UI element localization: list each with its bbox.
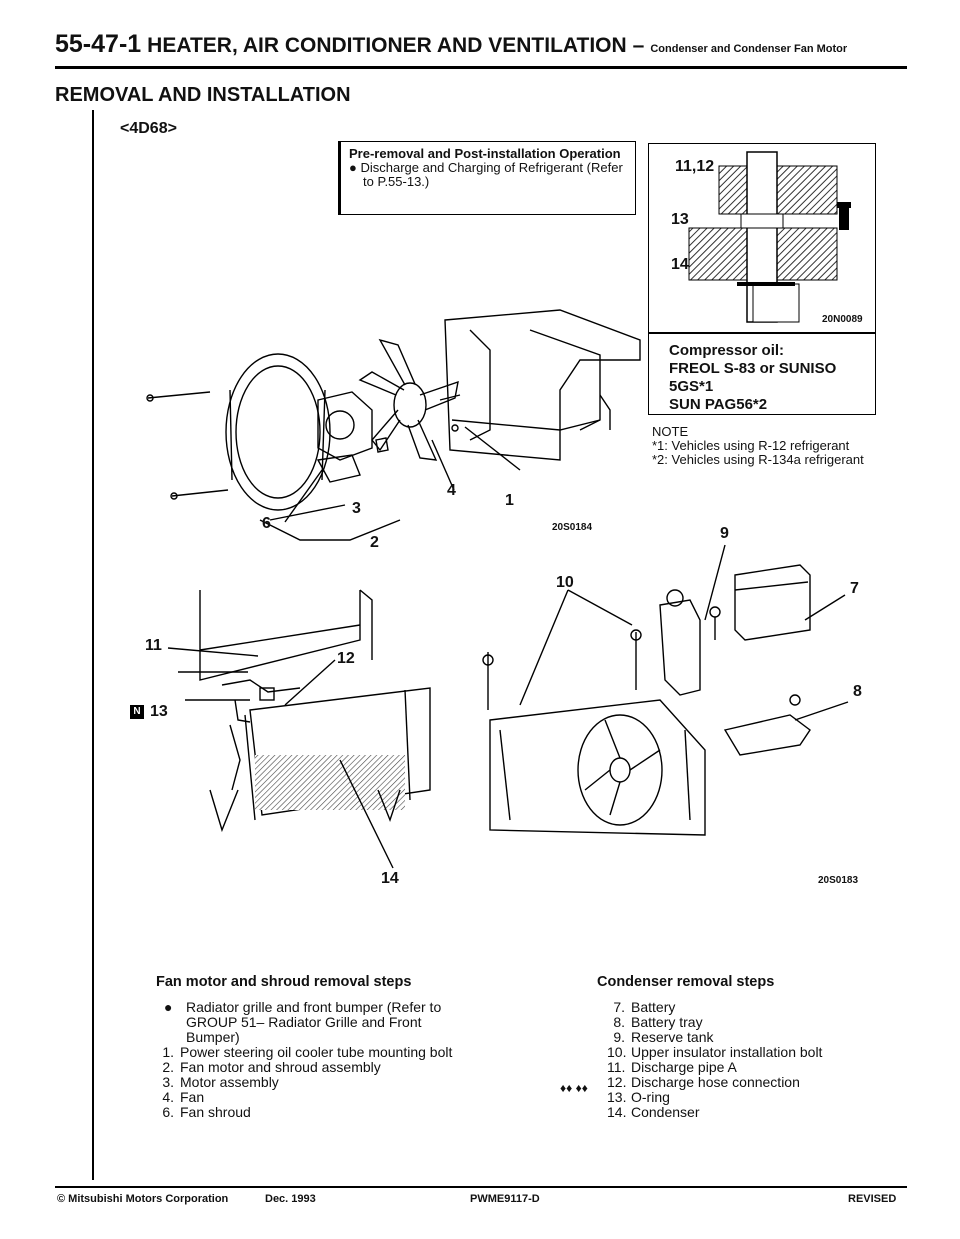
- callout-10: 10: [556, 574, 574, 591]
- footer-company: © Mitsubishi Motors Corporation: [57, 1193, 229, 1205]
- cond-step-9: 9. Reserve tank: [607, 1030, 887, 1045]
- fan-step-3: 3. Motor assembly: [156, 1075, 476, 1090]
- cond-step-8-num: 8.: [613, 1014, 625, 1030]
- cond-step-12-num: 12.: [607, 1074, 627, 1090]
- footer-date: Dec. 1993: [265, 1193, 316, 1205]
- fan-step-6-text: Fan shroud: [180, 1104, 251, 1120]
- callout-8: 8: [853, 683, 862, 700]
- section-title: REMOVAL AND INSTALLATION: [55, 84, 351, 106]
- note-line-1: *1: Vehicles using R-12 refrigerant: [652, 438, 850, 453]
- oil-detail-label-13: 13: [671, 211, 689, 228]
- fan-step-1: 1. Power steering oil cooler tube mountin…: [156, 1045, 476, 1060]
- cond-step-8: 8. Battery tray: [607, 1015, 887, 1030]
- fan-step-3-text: Motor assembly: [180, 1074, 279, 1090]
- lower-figure-code: 20S0183: [818, 875, 859, 886]
- cond-step-12: 12.Discharge hose connection: [607, 1075, 887, 1090]
- cond-step-13: 13.O-ring: [607, 1090, 887, 1105]
- oil-line-2: FREOL S-83 or SUNISO: [669, 360, 837, 377]
- cond-step-7-text: Battery: [631, 999, 676, 1015]
- oil-detail-label-14: 14: [671, 256, 689, 273]
- page-number: 55-47-1: [55, 30, 142, 58]
- callout-14: 14: [381, 870, 399, 887]
- callout-11: 11: [145, 637, 162, 654]
- o-ring-detail-illustration: [688, 151, 851, 323]
- cond-step-12-text: Discharge hose connection: [631, 1074, 800, 1090]
- pre-removal-bullet: ● Discharge and Charging of Refrigerant …: [349, 160, 623, 189]
- cond-step-11-num: 11.: [607, 1059, 626, 1075]
- callout-4: 4: [447, 482, 456, 499]
- oil-box-divider: [649, 332, 875, 334]
- fan-step-1-text: Power steering oil cooler tube mounting …: [180, 1044, 453, 1060]
- cond-step-7: 7. Battery: [607, 1000, 887, 1015]
- callout-2: 2: [370, 534, 379, 551]
- compressor-oil-text: Compressor oil: FREOL S-83 or SUNISO 5GS…: [669, 342, 836, 414]
- cond-step-10-num: 10.: [607, 1044, 627, 1060]
- cond-step-14-text: Condenser: [631, 1104, 700, 1120]
- installation-marks: ♦♦ ♦♦: [560, 1081, 588, 1095]
- fan-motor-removal-steps: Fan motor and shroud removal steps ●Radi…: [156, 975, 476, 1120]
- oil-detail-label-11-12: 11,12: [675, 158, 715, 175]
- cond-step-9-text: Reserve tank: [631, 1029, 714, 1045]
- fan-step-1-num: 1.: [162, 1044, 174, 1060]
- fan-step-6-num: 6.: [162, 1104, 174, 1120]
- footer-status: REVISED: [848, 1193, 897, 1205]
- callout-9: 9: [720, 525, 729, 542]
- fan-step-4-num: 4.: [162, 1089, 174, 1105]
- fan-steps-bullet-text: Radiator grille and front bumper (Refer …: [186, 999, 442, 1045]
- fan-step-2-num: 2.: [162, 1059, 174, 1075]
- pre-removal-box: Pre-removal and Post-installation Operat…: [338, 141, 636, 215]
- header-rule: [55, 66, 907, 69]
- engine-model: <4D68>: [120, 120, 177, 137]
- margin-rule: [92, 110, 94, 1180]
- callout-1: 1: [505, 492, 514, 509]
- chapter-title: HEATER, AIR CONDITIONER AND VENTILATION: [147, 34, 627, 57]
- condenser-steps-heading: Condenser removal steps: [597, 974, 775, 990]
- fan-step-3-num: 3.: [162, 1074, 174, 1090]
- callout-6: 6: [262, 515, 271, 532]
- footer-rule: [55, 1186, 907, 1188]
- new-part-symbol: N: [130, 705, 144, 719]
- pre-removal-bullet-text: Discharge and Charging of Refrigerant (R…: [360, 160, 623, 189]
- fan-steps-bullet: ●Radiator grille and front bumper (Refer…: [164, 1000, 476, 1045]
- compressor-oil-box: 11,12 13 14 20N0089 Compressor oil: FREO…: [648, 143, 876, 415]
- callout-7: 7: [850, 580, 859, 597]
- fan-step-4-text: Fan: [180, 1089, 205, 1105]
- cond-step-11-text: Discharge pipe A: [631, 1059, 737, 1075]
- cond-step-8-text: Battery tray: [631, 1014, 703, 1030]
- cond-step-14-num: 14.: [607, 1104, 627, 1120]
- callout-12: 12: [337, 650, 355, 667]
- cond-step-7-num: 7.: [613, 999, 625, 1015]
- upper-figure-code: 20S0184: [552, 522, 593, 533]
- fan-step-2-text: Fan motor and shroud assembly: [180, 1059, 381, 1075]
- oil-line-3: 5GS*1: [669, 378, 714, 395]
- footer-publication: PWME9117-D: [470, 1193, 540, 1205]
- pre-removal-title: Pre-removal and Post-installation Operat…: [349, 146, 621, 161]
- oil-line-1: Compressor oil:: [669, 342, 785, 359]
- cond-step-14: 14.Condenser: [607, 1105, 887, 1120]
- callout-3: 3: [352, 500, 361, 517]
- fan-steps-heading: Fan motor and shroud removal steps: [156, 974, 412, 990]
- fan-step-4: 4. Fan: [156, 1090, 476, 1105]
- fan-step-2: 2. Fan motor and shroud assembly: [156, 1060, 476, 1075]
- cond-step-9-num: 9.: [613, 1029, 625, 1045]
- header-dash: –: [632, 34, 645, 57]
- cond-step-13-num: 13.: [607, 1089, 627, 1105]
- note-line-2: *2: Vehicles using R-134a refrigerant: [652, 452, 864, 467]
- chapter-subtitle: Condenser and Condenser Fan Motor: [650, 43, 848, 55]
- oil-line-4: SUN PAG56*2: [669, 396, 768, 413]
- condenser-removal-steps: Condenser removal steps 7. Battery 8. Batt…: [597, 975, 887, 1120]
- callout-13: 13: [150, 703, 168, 720]
- fan-step-6: 6. Fan shroud: [156, 1105, 476, 1120]
- cond-step-11: 11. Discharge pipe A: [607, 1060, 887, 1075]
- cond-step-13-text: O-ring: [631, 1089, 670, 1105]
- refrigerant-note: NOTE *1: Vehicles using R-12 refrigerant…: [652, 425, 864, 467]
- note-title: NOTE: [652, 424, 689, 439]
- cond-step-10: 10.Upper insulator installation bolt: [607, 1045, 887, 1060]
- oil-detail-figure-code: 20N0089: [822, 314, 863, 325]
- cond-step-10-text: Upper insulator installation bolt: [631, 1044, 823, 1060]
